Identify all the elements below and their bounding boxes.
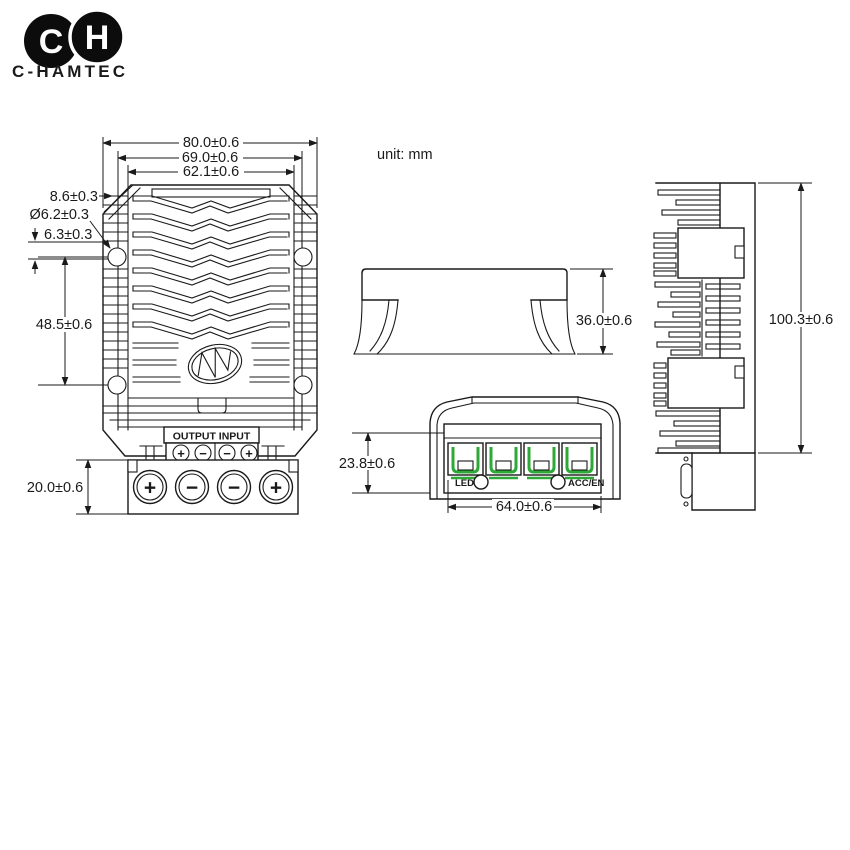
face-outline <box>429 396 621 500</box>
acc-en-indicator <box>550 474 566 490</box>
small-terminal-polarity: − <box>223 446 231 461</box>
dim-face-width: 64.0±0.6 <box>496 499 552 515</box>
logo-circle-c <box>24 14 78 68</box>
small-terminal-row: + − − + <box>165 442 259 463</box>
side-view-feet <box>353 299 576 355</box>
left-flange-fins <box>103 195 128 369</box>
logo-circle-h <box>68 8 126 66</box>
logo-letter-h: H <box>85 19 110 57</box>
small-terminal-polarity: + <box>245 446 253 461</box>
taper-brackets <box>139 445 285 460</box>
dim-slot-edge-offset: 6.3±0.3 <box>44 227 92 243</box>
dim-overall-length: 100.3±0.6 <box>769 312 833 328</box>
mounting-slots <box>107 247 313 395</box>
profile-fins <box>653 189 741 454</box>
dim-corner-chamfer: 8.6±0.3 <box>50 189 98 205</box>
heatsink-outline <box>102 184 318 457</box>
small-terminal-polarity: + <box>177 446 185 461</box>
screw-polarity: − <box>186 477 198 500</box>
chevron-fins <box>132 195 290 340</box>
small-terminal-polarity: − <box>199 446 207 461</box>
led-label: LED <box>455 478 474 489</box>
profile-slot-cutout <box>677 227 745 279</box>
profile-terminal-block <box>680 452 756 511</box>
dim-body-height: 36.0±0.6 <box>576 313 632 329</box>
dim-fin-width: 62.1±0.6 <box>183 164 239 180</box>
dim-face-height: 23.8±0.6 <box>339 456 395 472</box>
heatsink-pulse-logo <box>187 343 243 385</box>
front-view: 80.0±0.6 69.0±0.6 62.1±0.6 8.6±0.3 Ø6.2±… <box>26 135 318 515</box>
dim-slot-spacing: 48.5±0.6 <box>36 317 92 333</box>
acc-en-label: ACC/EN <box>568 478 605 489</box>
screw-polarity: + <box>144 477 156 500</box>
screw-polarity: − <box>228 477 240 500</box>
extension-lines-offset <box>28 241 112 260</box>
face-inner-shell <box>436 396 614 500</box>
profile-slot-cutout <box>667 357 745 409</box>
logo-letter-c: C <box>39 23 64 61</box>
side-view-outline <box>361 268 568 301</box>
dim-body-width: 69.0±0.6 <box>182 150 238 166</box>
terminal-label: OUTPUT INPUT <box>173 431 251 443</box>
profile-plate <box>655 182 756 454</box>
terminal-face-view: LED ACC/EN 23.8±0.6 64.0±0.6 <box>338 396 621 515</box>
profile-view: 100.3±0.6 <box>653 182 840 511</box>
right-flange-fins <box>293 195 317 369</box>
brand-name: C-HAMTEC <box>12 62 128 81</box>
screw-terminal-block: + − − + <box>127 459 299 515</box>
led-indicator <box>473 474 489 490</box>
extension-lines-top <box>102 137 318 208</box>
face-panel <box>443 423 602 494</box>
brand-logo: C H C-HAMTEC <box>12 8 128 81</box>
side-view: 36.0±0.6 <box>353 268 636 355</box>
dim-slot-diameter: Ø6.2±0.3 <box>29 207 89 223</box>
unit-note: unit: mm <box>377 147 433 163</box>
dim-terminal-block-height: 20.0±0.6 <box>27 480 83 496</box>
fin-rows-beside-logo <box>132 342 290 383</box>
terminal-slots <box>447 442 598 480</box>
dim-overall-width: 80.0±0.6 <box>183 135 239 151</box>
screw-polarity: + <box>270 477 282 500</box>
